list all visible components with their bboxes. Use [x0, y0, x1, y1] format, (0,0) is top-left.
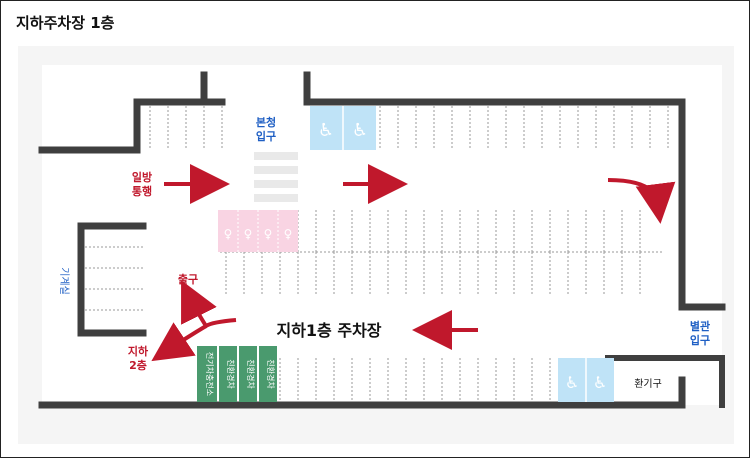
woman-pram-icon: ♀ [244, 227, 253, 241]
stall-lines [85, 106, 669, 402]
exit-label: 출구 [178, 272, 198, 286]
woman-pram-icon: ♀ [264, 227, 273, 241]
ev-spots [197, 346, 277, 402]
woman-pram-icon: ♀ [284, 227, 293, 241]
page-title: 지하주차장 1층 [16, 14, 115, 32]
main-entrance-label: 본청 [256, 115, 276, 129]
ventilation-label: 환기구 [634, 378, 662, 390]
annex-entrance-label: 별관 [690, 319, 710, 333]
ev-spot-labels: 전기차충전소 친환경차 친환경차 친환경차 [205, 352, 276, 396]
direction-arrows [151, 164, 676, 362]
ev-spot-label: 친환경차 [266, 359, 276, 389]
wheelchair-icon: ♿ [318, 120, 334, 141]
main-entrance-label: 입구 [256, 130, 276, 143]
to-b2-label: 지하 [128, 344, 149, 358]
machine-room-label: 기계실 [58, 267, 70, 295]
floor-label: 지하1층 주차장 [276, 321, 381, 340]
ev-spot-label: 친환경차 [226, 359, 236, 389]
direction-arrow-icon [607, 178, 676, 224]
to-b2-label: 2층 [129, 358, 147, 372]
women-priority-spots: ♀ ♀ ♀ ♀ [218, 210, 298, 252]
one-way-label: 통행 [132, 184, 152, 198]
one-way-label: 일방 [132, 170, 152, 184]
woman-pram-icon: ♀ [224, 227, 233, 241]
crosswalk [254, 152, 298, 202]
ev-spot-label: 친환경차 [246, 359, 256, 389]
direction-arrow-icon [151, 322, 208, 362]
accessible-spots-top: ♿ ♿ [310, 106, 376, 150]
ev-spot-label: 전기차충전소 [205, 352, 215, 396]
accessible-spots-bottom: ♿ ♿ [558, 358, 614, 402]
annex-entrance-label: 입구 [690, 334, 710, 347]
walls [38, 71, 726, 409]
wheelchair-icon: ♿ [352, 120, 368, 141]
map-labels: 본청 입구 별관 입구 일방 통행 출구 지하 2층 기계실 환기구 지하1층 … [58, 115, 710, 390]
wheelchair-icon: ♿ [565, 373, 579, 392]
wheelchair-icon: ♿ [593, 373, 607, 392]
